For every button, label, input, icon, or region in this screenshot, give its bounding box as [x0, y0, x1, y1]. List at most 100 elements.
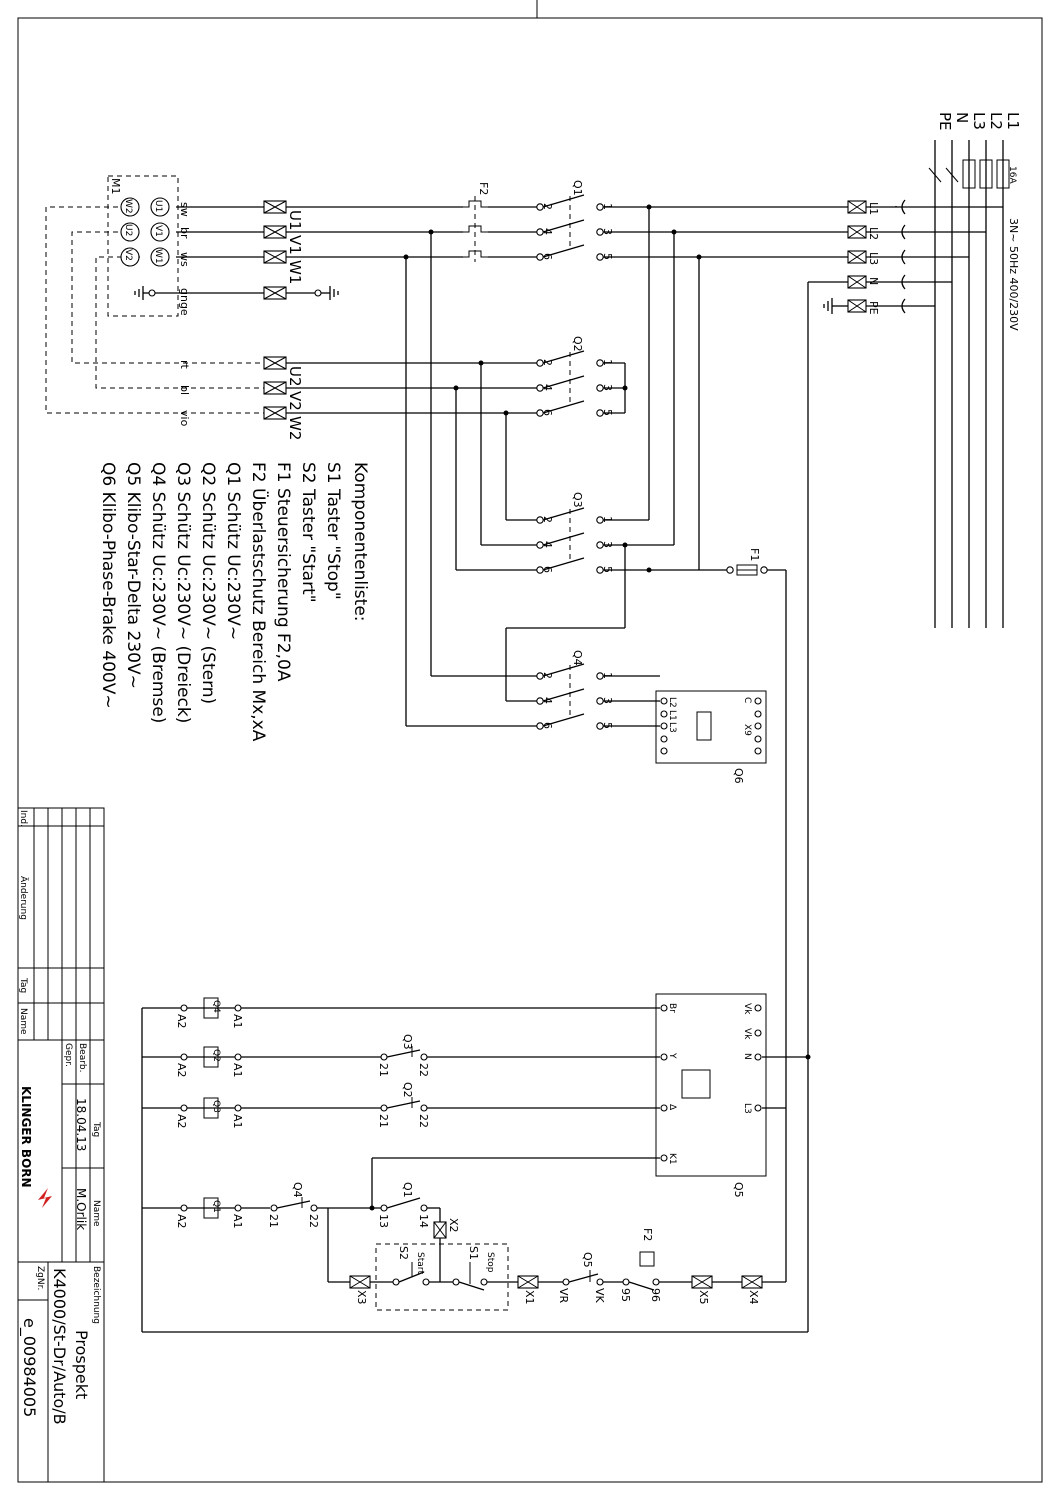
company-logo-icon	[38, 1188, 52, 1208]
contactor-q1: Q1	[536, 180, 604, 261]
svg-text:Bearb.: Bearb.	[77, 1043, 87, 1073]
svg-text:X9: X9	[742, 724, 752, 736]
control-wiring	[141, 1007, 808, 1333]
aux-contact-q4: Q4 21 22	[267, 1182, 320, 1228]
svg-text:95: 95	[619, 1288, 632, 1302]
svg-text:L2: L2	[667, 697, 677, 708]
contact-number: 3	[601, 384, 614, 391]
svg-text:Q5: Q5	[581, 1252, 594, 1268]
svg-text:L2: L2	[867, 227, 880, 240]
component-item-q2: Q2 Schütz Uc:230V~ (Stern)	[198, 462, 218, 704]
component-item-f1: F1 Steuersicherung F2,0A	[273, 462, 293, 682]
supply-bus	[928, 140, 1010, 628]
module-q6: L2 L1 L3 C X9 Q6	[655, 690, 767, 784]
contact-q5: Q5 VR VK	[557, 1252, 606, 1304]
svg-text:Q1: Q1	[401, 1182, 414, 1198]
phase-label-pe: PE	[936, 112, 954, 131]
pushbutton-box	[375, 1243, 509, 1311]
svg-text:Q5: Q5	[732, 1182, 745, 1198]
contactor-q2: Q2	[536, 336, 604, 417]
svg-text:Q2: Q2	[211, 1049, 221, 1062]
svg-text:W2: W2	[286, 416, 304, 440]
phase-label-l1: L1	[1004, 112, 1022, 130]
svg-text:22: 22	[417, 1114, 430, 1128]
contactor-q4: Q4	[536, 650, 604, 730]
svg-text:Tag: Tag	[91, 1121, 101, 1137]
svg-text:F1: F1	[748, 548, 761, 561]
svg-text:L3: L3	[667, 722, 677, 733]
svg-text:A1: A1	[231, 1063, 244, 1078]
svg-text:X4: X4	[747, 1290, 760, 1305]
svg-text:Q3: Q3	[401, 1034, 414, 1050]
contactor-q3: Q3	[536, 492, 604, 574]
svg-text:21: 21	[377, 1063, 390, 1077]
svg-text:21: 21	[377, 1114, 390, 1128]
svg-text:Name: Name	[91, 1200, 101, 1227]
contact-number: 2	[541, 203, 554, 210]
svg-text:S1: S1	[467, 1246, 480, 1260]
f2-label: F2	[477, 182, 490, 195]
svg-text:N: N	[867, 277, 880, 285]
control-terminals: X3 X1 X5 X4	[349, 1275, 763, 1305]
contact-number: 4	[541, 541, 554, 548]
svg-text:L3: L3	[867, 252, 880, 265]
contact-number: 1	[601, 359, 614, 366]
component-item-q5: Q5 Klibo-Star-Delta 230V~	[123, 462, 143, 689]
svg-text:Vk: Vk	[742, 1003, 752, 1015]
pushbutton-s1-stop: S1 Stop	[452, 1246, 495, 1291]
svg-text:C: C	[742, 697, 752, 703]
component-item-f2: F2 Überlastschutz Bereich Mx,xA	[248, 462, 270, 742]
motor-label: M1	[109, 178, 122, 195]
module-q5: Br Y Δ K1 Vk Vk N L3 Q5	[655, 993, 767, 1198]
component-item-q4: Q4 Schütz Uc:230V~ (Bremse)	[148, 462, 168, 723]
svg-text:Br: Br	[667, 1003, 677, 1013]
svg-text:Q4: Q4	[571, 650, 584, 666]
supply-terminal-labels: L1 L2 L3 N PE	[867, 202, 880, 315]
svg-text:A2: A2	[175, 1014, 188, 1029]
component-list-title: Komponentenliste:	[350, 462, 370, 622]
component-item-q3: Q3 Schütz Uc:230V~ (Dreieck)	[173, 462, 193, 723]
svg-text:Gepr.: Gepr.	[63, 1043, 73, 1067]
contact-number: 3	[601, 228, 614, 235]
contact-number: 5	[601, 409, 614, 416]
svg-text:F2: F2	[641, 1228, 654, 1241]
drawing-number: e_00984005	[19, 1318, 39, 1417]
contact-number: 1	[601, 516, 614, 523]
svg-text:X1: X1	[523, 1290, 536, 1305]
svg-text:22: 22	[417, 1063, 430, 1077]
contact-number: 4	[541, 384, 554, 391]
svg-text:W2: W2	[123, 199, 133, 214]
svg-text:14: 14	[417, 1214, 430, 1228]
phase-label-n: N	[953, 112, 971, 123]
svg-text:X2: X2	[447, 1218, 460, 1233]
svg-text:S2: S2	[397, 1246, 410, 1260]
svg-text:Q1: Q1	[211, 1200, 221, 1213]
contact-number: 5	[601, 566, 614, 573]
phase-label-l3: L3	[970, 112, 988, 130]
svg-text:U1: U1	[153, 200, 163, 212]
component-item-q1: Q1 Schütz Uc:230V~	[223, 462, 243, 640]
contact-number: 4	[541, 228, 554, 235]
svg-text:A1: A1	[231, 1014, 244, 1029]
supply-terminals	[823, 199, 1003, 314]
svg-text:Start: Start	[415, 1252, 425, 1274]
svg-text:Tag: Tag	[18, 977, 28, 993]
svg-text:W1: W1	[286, 260, 304, 284]
svg-text:V1: V1	[286, 235, 304, 255]
svg-text:Q3: Q3	[571, 492, 584, 508]
svg-text:Q3: Q3	[211, 1100, 221, 1113]
motor-terminals	[148, 200, 322, 420]
contact-number: 1	[601, 672, 614, 679]
coil-q1: Q1	[180, 1197, 242, 1219]
contact-number: 1	[601, 203, 614, 210]
svg-text:Q6: Q6	[732, 768, 745, 784]
main-fuse-l2	[979, 159, 993, 189]
svg-text:bl: bl	[178, 385, 191, 395]
svg-text:96: 96	[649, 1288, 662, 1302]
svg-text:Vk: Vk	[742, 1028, 752, 1040]
terminal-x2: X2	[433, 1218, 460, 1239]
title-block: Ind. Änderung Tag Name Bearb. Gepr. Tag …	[17, 807, 105, 1483]
fuse-rating: 16A	[1007, 166, 1017, 184]
